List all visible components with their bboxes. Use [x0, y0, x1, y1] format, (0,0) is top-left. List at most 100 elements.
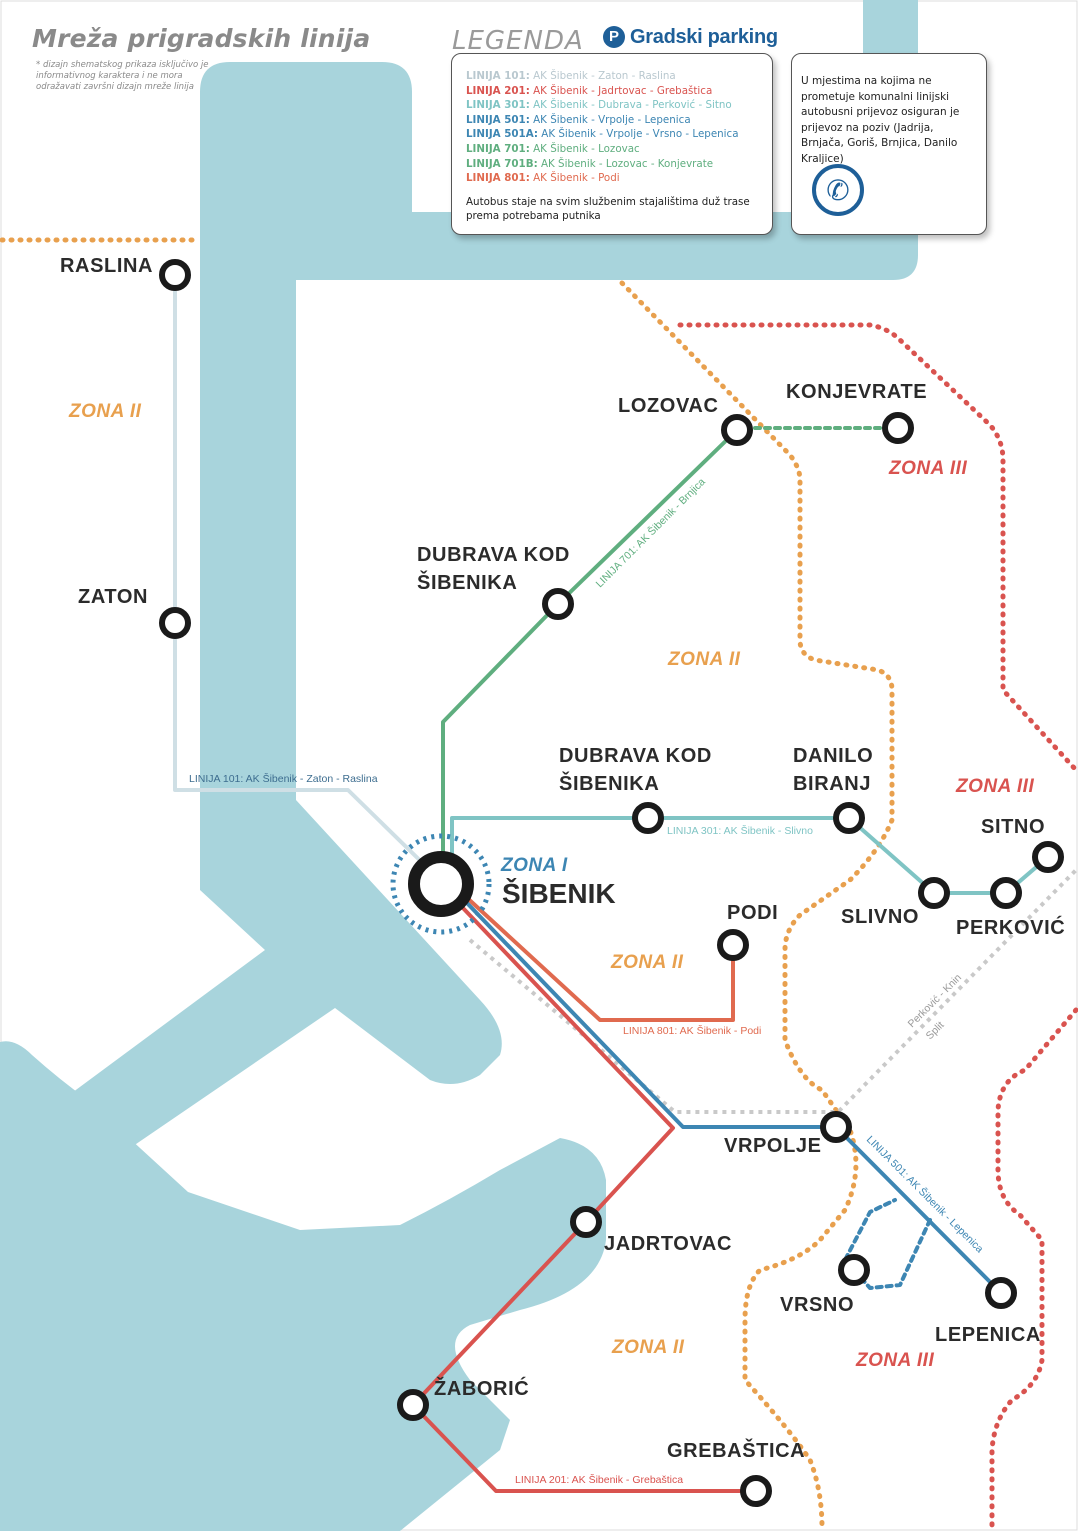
- legend-item-code: LINIJA 501:: [466, 113, 530, 126]
- station-label-podi: PODI: [727, 902, 779, 924]
- zone-i-ring: [390, 833, 492, 935]
- station-label-perkovic: PERKOVIĆ: [956, 917, 1066, 939]
- zone-ii-label-south: ZONA II: [612, 1337, 685, 1358]
- legend-item-route: AK Šibenik - Lozovac - Konjevrate: [540, 157, 714, 170]
- station-label-danilo-biranj: DANILO BIRANJ: [793, 745, 874, 795]
- stops: [159, 259, 1064, 1507]
- on-call-info-box: U mjestima na kojima ne prometuje komuna…: [791, 53, 987, 235]
- line-201-route: AK Šibenik - Grebaštica: [571, 1474, 684, 1486]
- legend-item: LINIJA 701: AK Šibenik - Lozovac: [466, 142, 772, 157]
- station-label-jadrtovac: JADRTOVAC: [604, 1233, 733, 1255]
- line-101-label: LINIJA 101: AK Šibenik - Zaton - Raslina: [189, 773, 378, 785]
- legend-item: LINIJA 501A: AK Šibenik - Vrpolje - Vrsn…: [466, 127, 772, 142]
- zone-iii-boundary-south: [989, 1007, 1078, 1531]
- legend-item-route: AK Šibenik - Vrpolje - Lepenica: [533, 113, 691, 126]
- stop-lepenica[interactable]: [985, 1277, 1017, 1309]
- rail-label-split: Split: [924, 1019, 947, 1042]
- legend-box: LINIJA 101: AK Šibenik - Zaton - Raslina…: [451, 53, 773, 235]
- stop-danilo-biranj[interactable]: [833, 802, 865, 834]
- stop-grebastica[interactable]: [740, 1475, 772, 1507]
- stop-zaton[interactable]: [159, 607, 191, 639]
- line-801-code: LINIJA 801:: [623, 1025, 678, 1037]
- station-label-zaton: ZATON: [78, 586, 149, 608]
- stop-sibenik-hub[interactable]: [408, 851, 474, 917]
- stop-vrpolje[interactable]: [820, 1111, 852, 1143]
- parking-logo-icon: P: [603, 26, 625, 48]
- legend-item-route: AK Šibenik - Vrpolje - Vrsno - Lepenica: [541, 128, 739, 141]
- stop-dubrava-kod-sibenika-north[interactable]: [542, 588, 574, 620]
- line-501-label: LINIJA 501: AK Šibenik - Lepenica: [864, 1133, 986, 1255]
- legend-item: LINIJA 801: AK Šibenik - Podi: [466, 171, 772, 186]
- stop-jadrtovac[interactable]: [570, 1206, 602, 1238]
- stop-perkovic[interactable]: [990, 877, 1022, 909]
- stop-sitno[interactable]: [1032, 841, 1064, 873]
- legend-item: LINIJA 301: AK Šibenik - Dubrava - Perko…: [466, 98, 772, 113]
- line-201-code: LINIJA 201:: [515, 1474, 570, 1486]
- line-301-code: LINIJA 301:: [667, 825, 722, 837]
- legend-item-route: AK Šibenik - Zaton - Raslina: [533, 70, 676, 82]
- station-label-konjevrate: KONJEVRATE: [786, 381, 928, 403]
- legend-item: LINIJA 201: AK Šibenik - Jadrtovac - Gre…: [466, 84, 772, 99]
- on-call-info-text: U mjestima na kojima ne prometuje komuna…: [801, 75, 960, 165]
- stop-podi[interactable]: [717, 929, 749, 961]
- legend-title: LEGENDA: [452, 26, 584, 56]
- line-701-label: LINIJA 701: AK Šibenik - Brnjica: [593, 475, 708, 590]
- phone-icon[interactable]: ✆: [812, 164, 864, 216]
- station-label-slivno: SLIVNO: [841, 906, 920, 928]
- zone-iii-boundaries: [677, 322, 1078, 1531]
- legend-note: Autobus staje na svim službenim stajališ…: [466, 195, 750, 222]
- station-label-sitno: SITNO: [981, 816, 1046, 838]
- zone-iii-label-east: ZONA III: [956, 776, 1035, 797]
- route-101: [173, 273, 442, 882]
- legend-list: LINIJA 101: AK Šibenik - Zaton - Raslina…: [452, 54, 772, 186]
- station-label-raslina: RASLINA: [60, 255, 154, 277]
- sea: [0, 0, 918, 1531]
- brand-name: Gradski parking: [630, 25, 778, 48]
- stop-raslina[interactable]: [159, 259, 191, 291]
- zone-ii-label-west: ZONA II: [69, 401, 142, 422]
- stop-slivno[interactable]: [918, 877, 950, 909]
- station-label-dubrava-east: DUBRAVA KOD ŠIBENIKA: [559, 745, 712, 795]
- station-label-grebastica: GREBAŠTICA: [667, 1440, 806, 1462]
- legend-item-code: LINIJA 701:: [466, 142, 530, 155]
- legend-item-code: LINIJA 101:: [466, 70, 530, 82]
- zone-ii-label-center: ZONA II: [668, 649, 741, 670]
- sea-southwest-bay: [0, 1041, 606, 1531]
- legend-item: LINIJA 101: AK Šibenik - Zaton - Raslina: [466, 69, 772, 84]
- station-label-vrsno: VRSNO: [780, 1294, 855, 1316]
- zone-boundaries: [0, 237, 1078, 1531]
- legend-item-code: LINIJA 201:: [466, 84, 530, 97]
- disclaimer-note: * dizajn shematskog prikaza isključivo j…: [36, 60, 209, 92]
- line-101-code: LINIJA 101:: [189, 773, 244, 785]
- station-label-lozovac: LOZOVAC: [618, 395, 719, 417]
- route-201: [411, 905, 758, 1493]
- route-801: [462, 893, 735, 1022]
- station-label-zaboric: ŽABORIĆ: [434, 1378, 530, 1400]
- sea-main-channel: [65, 0, 918, 1155]
- line-801-label: LINIJA 801: AK Šibenik - Podi: [623, 1025, 761, 1037]
- legend-item: LINIJA 701B: AK Šibenik - Lozovac - Konj…: [466, 157, 772, 172]
- gradski-parking-logo: P Gradski parking: [603, 23, 778, 51]
- route-501: [464, 900, 1003, 1295]
- stop-konjevrate[interactable]: [882, 412, 914, 444]
- stop-dubrava-kod-sibenika-east[interactable]: [632, 802, 664, 834]
- stop-vrsno[interactable]: [838, 1254, 870, 1286]
- zone-i-label: ZONA I: [501, 855, 568, 876]
- legend-item-code: LINIJA 701B:: [466, 157, 538, 170]
- zone-iii-label-south: ZONA III: [856, 1350, 935, 1371]
- legend-item-code: LINIJA 301:: [466, 99, 530, 112]
- legend-item-code: LINIJA 501A:: [466, 128, 538, 141]
- legend-item-route: AK Šibenik - Dubrava - Perković - Sitno: [533, 99, 732, 112]
- line-101-route: AK Šibenik - Zaton - Raslina: [245, 773, 378, 785]
- legend-item-code: LINIJA 801:: [466, 172, 530, 185]
- stop-lozovac[interactable]: [721, 414, 753, 446]
- station-label-vrpolje: VRPOLJE: [724, 1135, 822, 1157]
- station-label-lepenica: LEPENICA: [935, 1324, 1041, 1346]
- legend-item: LINIJA 501: AK Šibenik - Vrpolje - Lepen…: [466, 113, 772, 128]
- legend-item-route: AK Šibenik - Podi: [533, 172, 620, 185]
- stop-zaboric[interactable]: [397, 1389, 429, 1421]
- line-801-route: AK Šibenik - Podi: [679, 1025, 762, 1037]
- line-201-label: LINIJA 201: AK Šibenik - Grebaštica: [515, 1474, 683, 1486]
